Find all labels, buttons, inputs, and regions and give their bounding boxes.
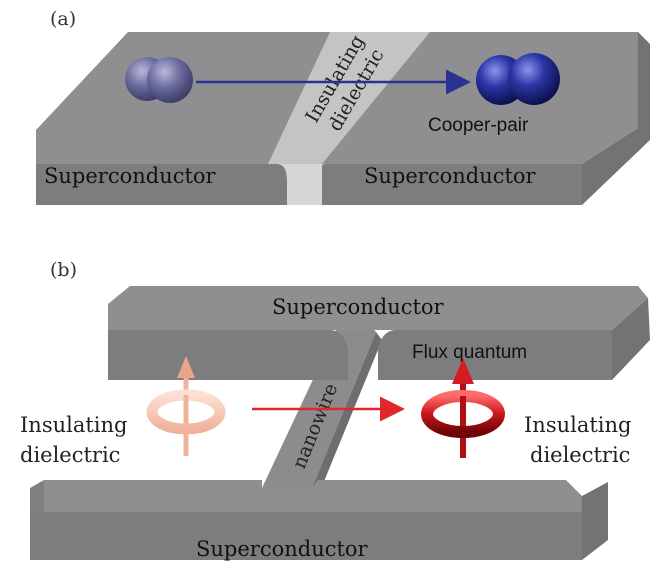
- bottom-slab-left-edge: [30, 480, 44, 520]
- cooper-pair-faded-icon: [125, 57, 193, 103]
- top-slab-front-right: [378, 330, 612, 380]
- panel-a-barrier-top: [268, 32, 430, 164]
- panel-a-slab-side: [582, 32, 650, 205]
- panel-a-label: (a): [50, 8, 76, 30]
- flux-faded-icon: [146, 356, 226, 456]
- top-slab-label: Superconductor: [272, 295, 445, 319]
- top-slab-top: [108, 286, 648, 330]
- bottom-slab-top: [44, 480, 582, 512]
- nanowire-side: [312, 332, 382, 496]
- top-slab-front-left: [108, 330, 348, 380]
- panel-a-right-label: Superconductor: [364, 164, 537, 188]
- panel-a-left-label: Superconductor: [44, 164, 217, 188]
- panel-a-barrier-front: [268, 164, 322, 205]
- flux-quantum-icon: [421, 358, 505, 458]
- bottom-slab-side: [582, 482, 608, 560]
- panel-b: (b) nanowire Superconductor Flux quantum…: [20, 259, 650, 561]
- panel-b-label: (b): [50, 259, 77, 281]
- top-slab-side: [612, 298, 650, 380]
- bottom-slab-label: Superconductor: [196, 537, 369, 561]
- panel-a: (a) Insulating dielectric Cooper-pair Su: [36, 8, 650, 205]
- panel-a-left-front: [36, 164, 287, 205]
- left-insulator-line2: dielectric: [20, 443, 120, 467]
- right-insulator-line2: dielectric: [530, 443, 630, 467]
- cooper-pair-icon: [476, 53, 560, 105]
- cooper-pair-label: Cooper-pair: [428, 115, 529, 136]
- bottom-slab-front: [30, 512, 582, 560]
- left-insulator-line1: Insulating: [20, 413, 127, 437]
- flux-quantum-label: Flux quantum: [412, 342, 527, 363]
- panel-a-right-front: [316, 164, 582, 205]
- right-insulator-line1: Insulating: [524, 413, 631, 437]
